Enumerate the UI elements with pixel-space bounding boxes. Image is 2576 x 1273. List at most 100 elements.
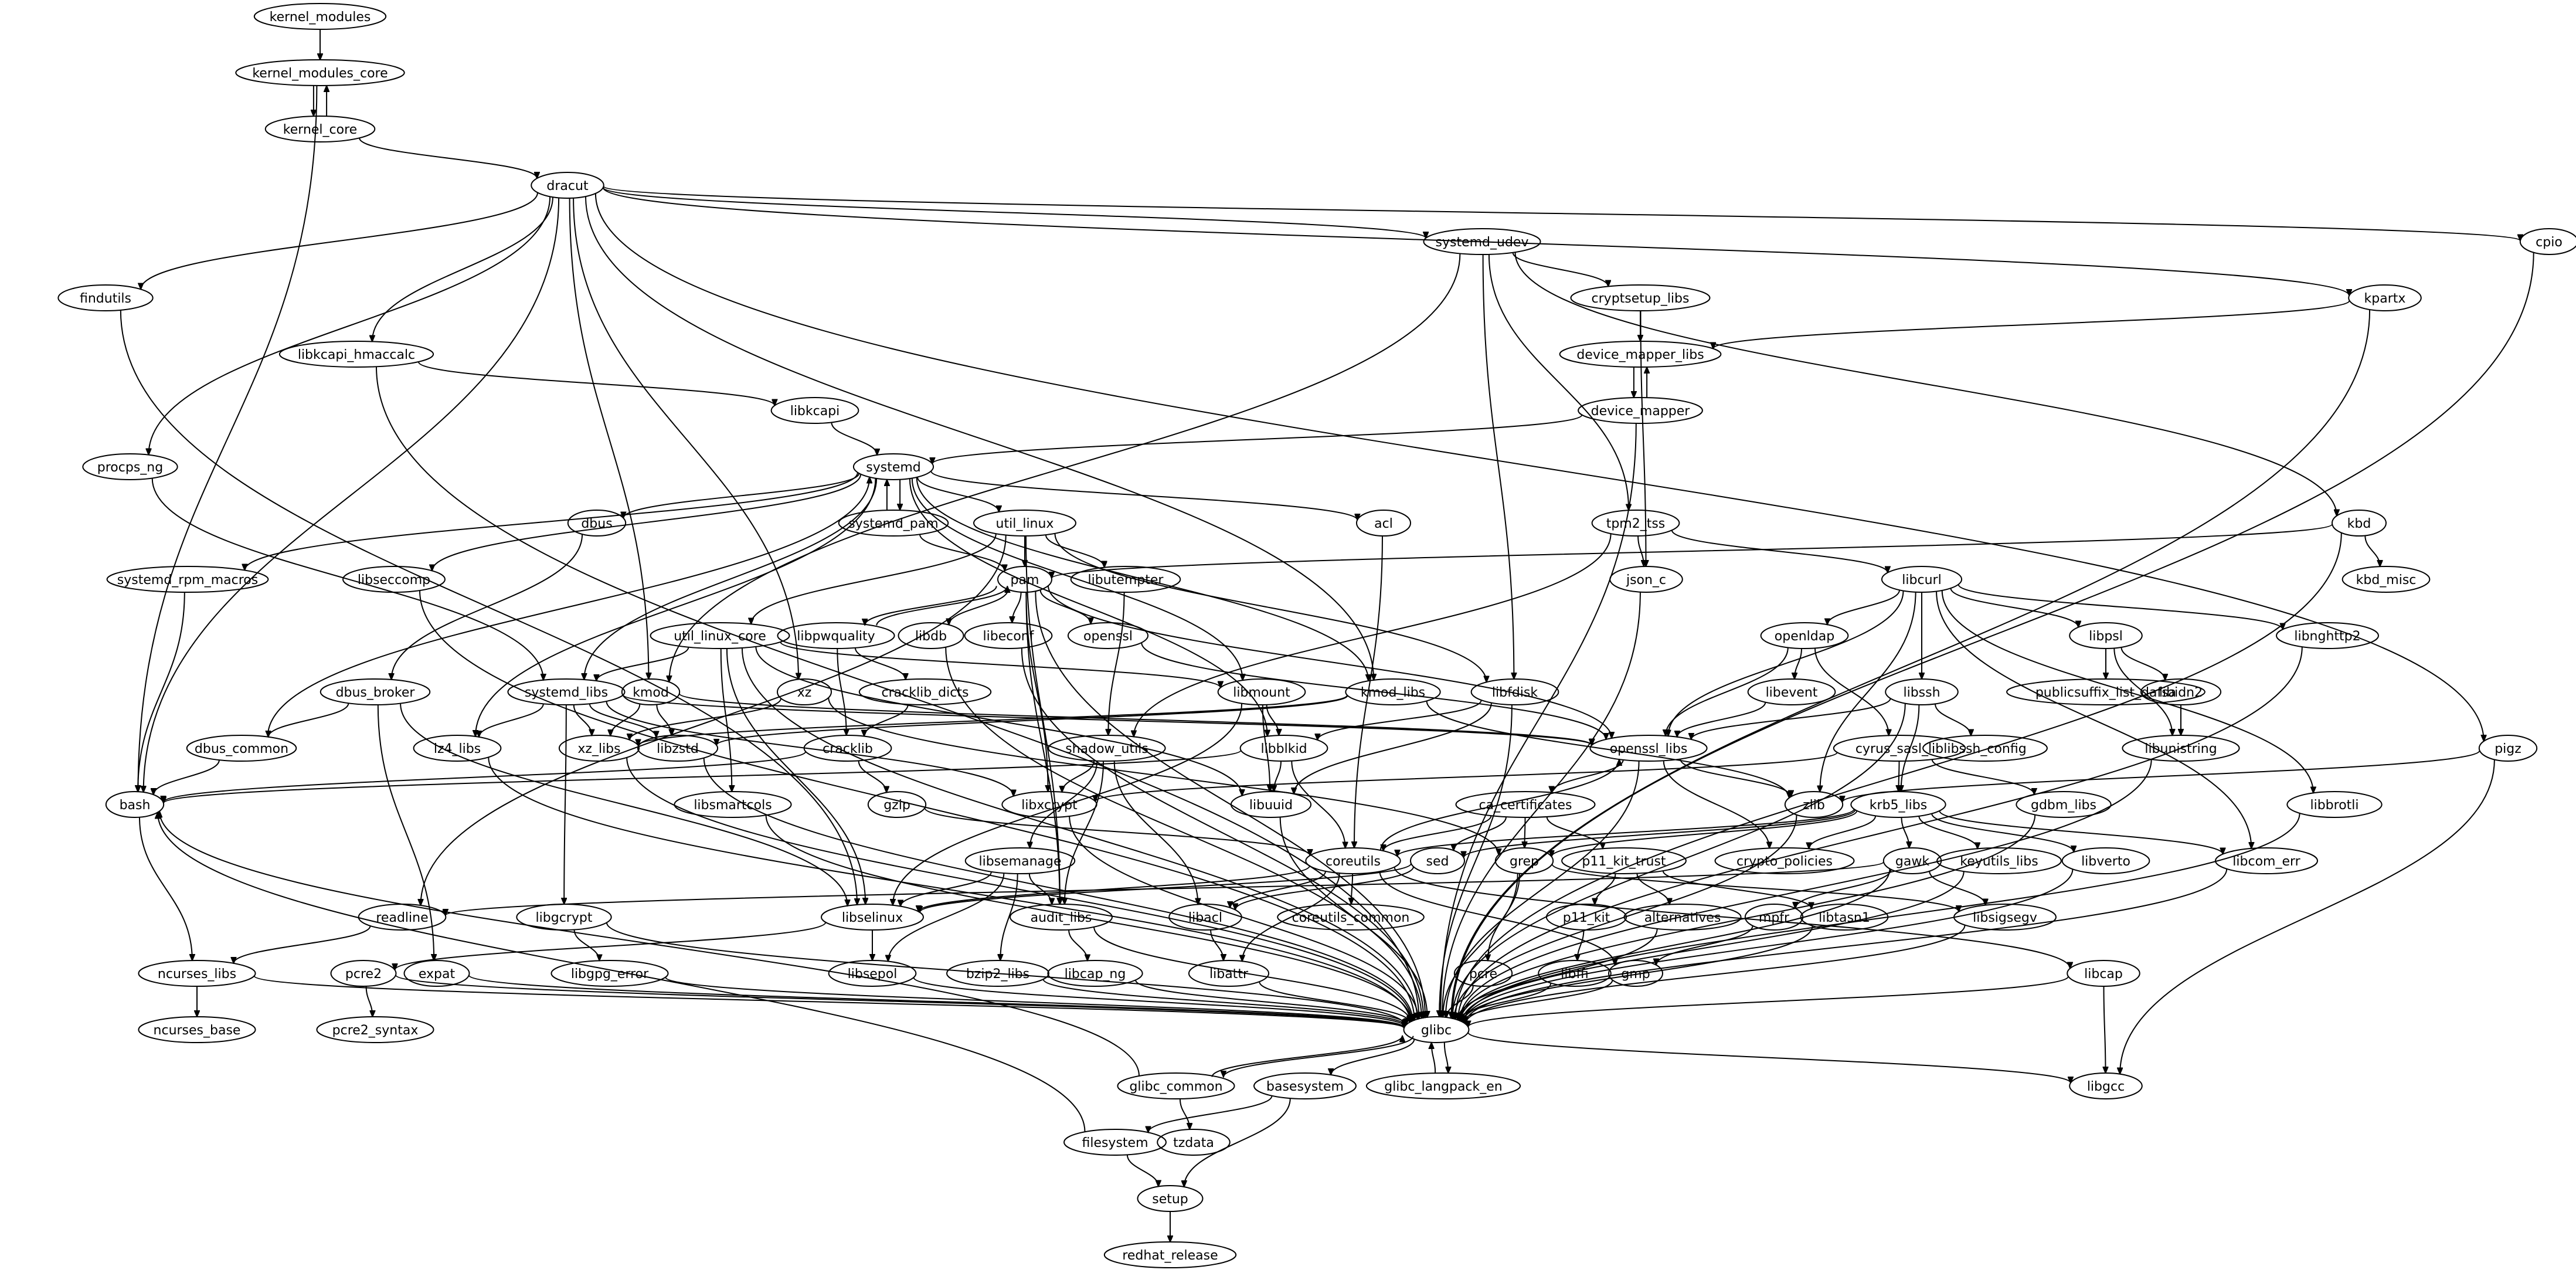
edge-gawk-to-readline bbox=[446, 861, 1884, 915]
node-label: kbd_misc bbox=[2356, 573, 2417, 588]
edge-alternatives-to-glibc bbox=[1457, 928, 1658, 1020]
edge-libfdisk-to-glibc bbox=[1439, 704, 1513, 1017]
edge-shadow-utils-to-audit-libs bbox=[1065, 761, 1105, 904]
node-libnghttp2: libnghttp2 bbox=[2276, 622, 2379, 649]
node-libmount: libmount bbox=[1217, 678, 1306, 705]
node-ellipse bbox=[1538, 960, 1612, 987]
edge-libmount-to-libblkid bbox=[1266, 704, 1279, 735]
node-label: libidn2 bbox=[2159, 685, 2203, 700]
node-audit-libs: audit_libs bbox=[1010, 904, 1113, 931]
node-label: crypto_policies bbox=[1736, 854, 1833, 869]
node-ellipse bbox=[2215, 847, 2318, 874]
node-gmp: gmp bbox=[1608, 960, 1663, 987]
node-ellipse bbox=[1305, 847, 1401, 874]
edge-openssl-to-openssl-libs bbox=[1141, 642, 1606, 739]
node-ellipse bbox=[650, 622, 790, 649]
node-label: systemd_pam bbox=[848, 517, 938, 531]
edge-readline-to-ncurses-libs bbox=[234, 925, 371, 963]
node-glibc-common: glibc_common bbox=[1117, 1072, 1235, 1099]
edge-pam-to-libeconf bbox=[1012, 592, 1022, 623]
node-ellipse bbox=[1784, 791, 1844, 818]
node-p11-kit-trust: p11_kit_trust bbox=[1561, 847, 1687, 874]
node-ellipse bbox=[946, 960, 1049, 987]
edge-gawk-to-glibc bbox=[1460, 868, 1891, 1021]
node-ellipse bbox=[838, 510, 949, 537]
node-mpfr: mpfr bbox=[1744, 904, 1804, 931]
edge-audit-libs-to-libcap-ng bbox=[1068, 929, 1088, 961]
node-label: libacl bbox=[1188, 911, 1222, 925]
edge-audit-libs-to-glibc bbox=[1093, 926, 1411, 1022]
node-ellipse bbox=[1253, 1072, 1357, 1099]
node-label: gzip bbox=[883, 798, 910, 813]
node-label: libcurl bbox=[1902, 573, 1941, 588]
node-ellipse bbox=[1453, 960, 1513, 987]
edge-libselinux-to-pcre2 bbox=[395, 922, 827, 970]
node-ellipse bbox=[1850, 791, 1946, 818]
edge-procps-ng-to-systemd-libs bbox=[151, 478, 543, 680]
node-ellipse bbox=[964, 847, 1076, 874]
edge-cracklib-to-gzip bbox=[858, 761, 887, 792]
edge-krb5-libs-to-libverto bbox=[1931, 813, 2074, 853]
node-ellipse bbox=[413, 735, 502, 762]
edge-lz4-libs-to-glibc bbox=[488, 757, 1410, 1022]
node-xz: xz bbox=[777, 678, 832, 705]
edge-glibc-to-libgcc bbox=[1467, 1031, 2071, 1083]
edge-dbus-broker-to-expat bbox=[377, 704, 434, 960]
edge-kmod-to-xz-libs bbox=[610, 704, 641, 736]
edge-dracut-to-findutils bbox=[141, 192, 538, 289]
node-tpm2-tss: tpm2_tss bbox=[1591, 510, 1680, 537]
node-libsigsegv: libsigsegv bbox=[1953, 904, 2057, 931]
node-ellipse bbox=[1070, 566, 1181, 593]
edge-libcom-err-to-glibc bbox=[1465, 868, 2228, 1024]
node-ellipse bbox=[1833, 735, 1966, 762]
node-label: pam bbox=[1011, 573, 1039, 588]
edge-libssh-to-libssh-config bbox=[1935, 704, 1971, 735]
node-label: device_mapper_libs bbox=[1576, 348, 1704, 362]
node-dbus: dbus bbox=[567, 510, 627, 537]
node-label: gdbm_libs bbox=[2031, 798, 2096, 813]
node-ellipse bbox=[1117, 1072, 1235, 1099]
edge-libunistring-to-glibc bbox=[1460, 759, 2152, 1021]
edge-systemd-to-libmount bbox=[911, 478, 1243, 681]
node-label: util_linux_core bbox=[674, 629, 766, 644]
node-ellipse bbox=[342, 566, 446, 593]
node-ellipse bbox=[2140, 678, 2222, 705]
node-ellipse bbox=[637, 735, 719, 762]
edge-systemd-libs-to-xz-libs bbox=[573, 704, 592, 736]
node-ellipse bbox=[1230, 791, 1312, 818]
node-zlib: zlib bbox=[1784, 791, 1844, 818]
node-ellipse bbox=[821, 904, 924, 931]
node-bash: bash bbox=[105, 791, 165, 818]
edge-libssh-to-glibc bbox=[1453, 703, 1906, 1019]
node-libsmartcols: libsmartcols bbox=[674, 791, 792, 818]
node-ellipse bbox=[1953, 904, 2057, 931]
edge-systemd-libs-to-openssl-libs bbox=[622, 694, 1592, 745]
edge-p11-kit-trust-to-p11-kit bbox=[1595, 873, 1616, 905]
node-label: expat bbox=[419, 967, 456, 982]
edge-openldap-to-cyrus-sasl-lib bbox=[1814, 648, 1889, 735]
edge-tpm2-tss-to-json-c bbox=[1637, 535, 1644, 566]
node-label: libattr bbox=[1209, 967, 1249, 982]
node-ellipse bbox=[973, 510, 1076, 537]
node-ellipse bbox=[1922, 735, 2048, 762]
edge-libzstd-to-glibc bbox=[703, 758, 1413, 1021]
edge-util-linux-core-to-libuuid bbox=[755, 646, 1242, 796]
node-label: libbrotli bbox=[2310, 798, 2358, 813]
node-cryptsetup-libs: cryptsetup_libs bbox=[1570, 284, 1711, 311]
node-util-linux: util_linux bbox=[973, 510, 1076, 537]
node-ellipse bbox=[1936, 847, 2062, 874]
edge-mpfr-to-gmp bbox=[1656, 925, 1753, 965]
edge-systemd-to-lz4-libs bbox=[475, 478, 876, 736]
node-device-mapper-libs: device_mapper_libs bbox=[1559, 341, 1722, 368]
edge-libcap-ng-to-glibc bbox=[1135, 980, 1406, 1024]
node-label: kernel_modules bbox=[270, 10, 371, 25]
edge-dracut-to-xz bbox=[573, 198, 798, 680]
node-kernel-modules: kernel_modules bbox=[253, 3, 387, 30]
node-label: libunistring bbox=[2145, 742, 2217, 756]
node-ellipse bbox=[1589, 735, 1708, 762]
node-dbus-common: dbus_common bbox=[186, 735, 297, 762]
node-krb5-libs: krb5_libs bbox=[1850, 791, 1946, 818]
edge-coreutils-to-openssl-libs bbox=[1380, 759, 1619, 851]
node-ellipse bbox=[777, 678, 832, 705]
edge-util-linux-core-to-glibc bbox=[741, 647, 1418, 1019]
